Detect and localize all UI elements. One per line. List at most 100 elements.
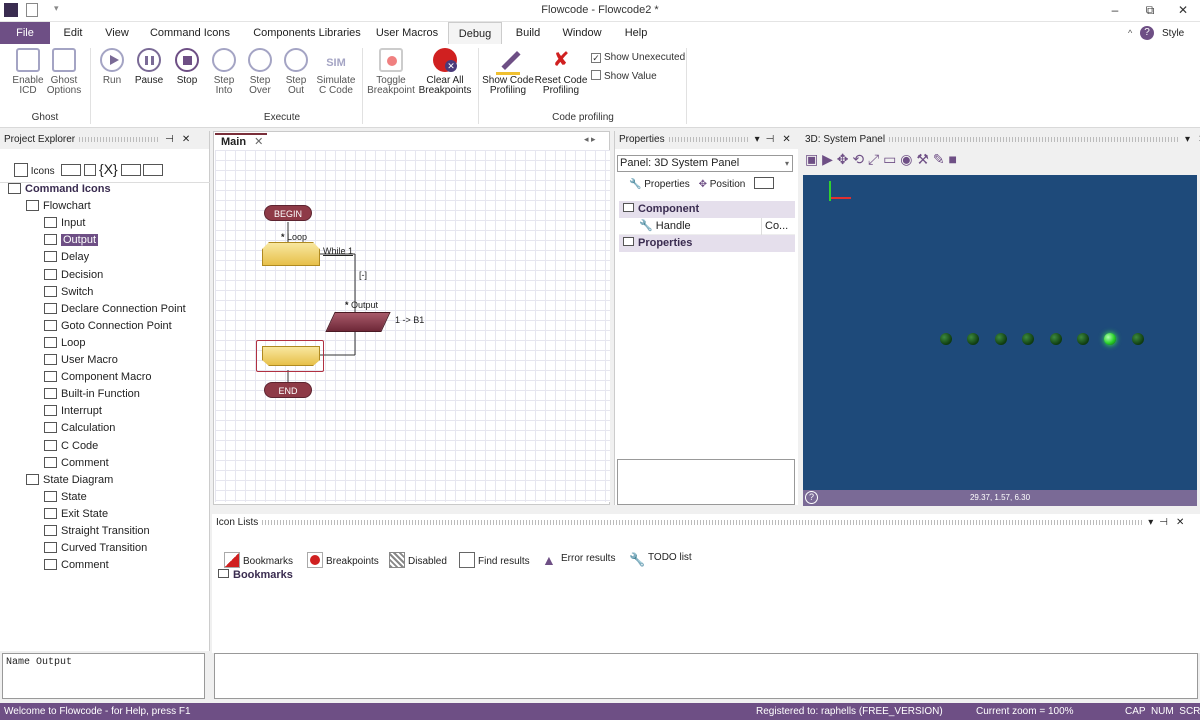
- pan-icon[interactable]: ✥: [836, 151, 849, 167]
- eye-icon[interactable]: ◉: [900, 151, 913, 167]
- tab-error-results[interactable]: ▲Error results: [542, 552, 616, 568]
- tree-item[interactable]: Interrupt: [44, 403, 102, 420]
- io-icon[interactable]: [61, 164, 82, 176]
- end-terminator[interactable]: END: [264, 382, 312, 398]
- tree-item[interactable]: Comment: [44, 455, 109, 472]
- tree-item[interactable]: C Code: [44, 438, 98, 455]
- led[interactable]: [1022, 333, 1035, 345]
- tree-item[interactable]: Calculation: [44, 420, 115, 437]
- style-menu[interactable]: Style: [1162, 28, 1185, 39]
- menu-file[interactable]: File: [0, 22, 50, 44]
- loop-start-icon[interactable]: [262, 242, 320, 266]
- quick-access-chevron-icon[interactable]: ▾: [54, 3, 59, 13]
- tab-breakpoints[interactable]: Breakpoints: [307, 552, 379, 568]
- property-handle-value[interactable]: Co...: [761, 218, 788, 235]
- dropdown-icon[interactable]: ▾: [1185, 134, 1191, 145]
- flowchart-canvas[interactable]: BEGIN * Loop While 1 [-] * Output 1 -> B…: [215, 150, 610, 502]
- ports-icon[interactable]: [143, 164, 164, 176]
- menu-command-icons[interactable]: Command Icons: [149, 27, 231, 39]
- close-icon[interactable]: ✕: [782, 134, 791, 145]
- tree-item[interactable]: Component Macro: [44, 369, 152, 386]
- menu-components-libraries[interactable]: Components Libraries: [253, 27, 361, 39]
- panel-select[interactable]: Panel: 3D System Panel▾: [617, 155, 793, 172]
- tree-item[interactable]: Command Icons: [8, 181, 111, 198]
- menu-build[interactable]: Build: [515, 27, 541, 39]
- collapse-toggle[interactable]: [-]: [359, 270, 367, 280]
- tree-item[interactable]: State: [44, 489, 87, 506]
- close-icon[interactable]: ✕: [1176, 517, 1185, 528]
- section-properties[interactable]: Properties: [619, 235, 795, 252]
- run-button[interactable]: Run: [96, 48, 128, 86]
- tree-item[interactable]: Loop: [44, 335, 85, 352]
- macro-icon[interactable]: [120, 164, 141, 176]
- dropdown-icon[interactable]: ▾: [754, 134, 760, 145]
- tree-item[interactable]: Built-in Function: [44, 386, 140, 403]
- tree-item[interactable]: Comment: [44, 557, 109, 574]
- output-icon[interactable]: [325, 312, 391, 332]
- reset-code-profiling-button[interactable]: ✘Reset Code Profiling: [534, 49, 588, 96]
- led[interactable]: [994, 333, 1007, 345]
- loop-end-selection[interactable]: [256, 340, 324, 372]
- tree-item[interactable]: Switch: [44, 284, 93, 301]
- pin-icon[interactable]: ⊣: [1159, 517, 1168, 528]
- tree-item[interactable]: User Macro: [44, 352, 118, 369]
- tree-item[interactable]: Output: [44, 232, 99, 249]
- step-out-button[interactable]: Step Out: [280, 48, 312, 96]
- show-value-checkbox[interactable]: Show Value: [591, 70, 657, 82]
- tab-properties[interactable]: Properties: [644, 179, 690, 190]
- menu-user-macros[interactable]: User Macros: [375, 27, 439, 39]
- pause-button[interactable]: Pause: [132, 48, 166, 86]
- tree-item[interactable]: State Diagram: [26, 472, 113, 489]
- camera-icon[interactable]: ▭: [883, 151, 897, 167]
- zoom-fit-icon[interactable]: ⤢: [868, 151, 880, 167]
- tree-item[interactable]: Goto Connection Point: [44, 318, 172, 335]
- pointer-icon[interactable]: ▶: [822, 151, 833, 167]
- system-panel-viewport[interactable]: [803, 175, 1197, 490]
- section-component[interactable]: Component: [619, 201, 795, 218]
- tree-item[interactable]: Exit State: [44, 506, 108, 523]
- grid-icon[interactable]: [14, 163, 28, 177]
- menu-window[interactable]: Window: [562, 27, 602, 39]
- help-icon[interactable]: ?: [1140, 26, 1154, 40]
- close-tab-icon[interactable]: ✕: [254, 136, 264, 148]
- begin-terminator[interactable]: BEGIN: [264, 205, 312, 221]
- ghost-options-button[interactable]: Ghost Options: [44, 48, 84, 96]
- led[interactable]: [1131, 333, 1144, 345]
- menu-help[interactable]: Help: [624, 27, 648, 39]
- close-button[interactable]: ✕: [1177, 3, 1189, 17]
- led[interactable]: [940, 333, 952, 345]
- tree-item[interactable]: Decision: [44, 267, 103, 284]
- wrench-icon[interactable]: ⚒: [916, 151, 929, 167]
- clear-all-breakpoints-button[interactable]: ✕Clear All Breakpoints: [418, 48, 472, 96]
- close-icon[interactable]: ✕: [1198, 134, 1200, 145]
- led[interactable]: [1104, 333, 1117, 345]
- brush-icon[interactable]: ✎: [932, 151, 945, 167]
- tree-item[interactable]: Straight Transition: [44, 523, 150, 540]
- tab-bookmarks[interactable]: Bookmarks: [224, 552, 293, 568]
- menu-edit[interactable]: Edit: [63, 27, 83, 39]
- tree-item[interactable]: Input: [44, 215, 85, 232]
- icons-tab[interactable]: Icons: [30, 166, 55, 177]
- tree-item[interactable]: Curved Transition: [44, 540, 147, 557]
- enable-icd-button[interactable]: Enable ICD: [8, 48, 48, 96]
- loop-end-icon[interactable]: [262, 346, 320, 366]
- pin-icon[interactable]: ⊣: [765, 134, 775, 145]
- step-over-button[interactable]: Step Over: [244, 48, 276, 96]
- tab-todo-list[interactable]: 🔧TODO list: [629, 552, 692, 567]
- stop-button[interactable]: Stop: [170, 48, 204, 86]
- tab-find-results[interactable]: Find results: [459, 552, 530, 568]
- minimize-button[interactable]: –: [1111, 3, 1119, 17]
- box-icon[interactable]: ■: [948, 151, 957, 167]
- help-icon[interactable]: ?: [805, 491, 818, 504]
- tab-scroll-arrows-icon[interactable]: ◂ ▸: [584, 134, 596, 144]
- component-icon[interactable]: [84, 164, 97, 176]
- tree-item[interactable]: Declare Connection Point: [44, 301, 186, 318]
- close-icon[interactable]: ✕: [181, 134, 191, 145]
- toggle-breakpoint-button[interactable]: Toggle Breakpoint: [366, 48, 416, 96]
- tree-item[interactable]: Delay: [44, 249, 89, 266]
- ports-icon[interactable]: [754, 177, 775, 189]
- pin-icon[interactable]: ⊣: [165, 134, 174, 145]
- menu-debug[interactable]: Debug: [448, 22, 502, 44]
